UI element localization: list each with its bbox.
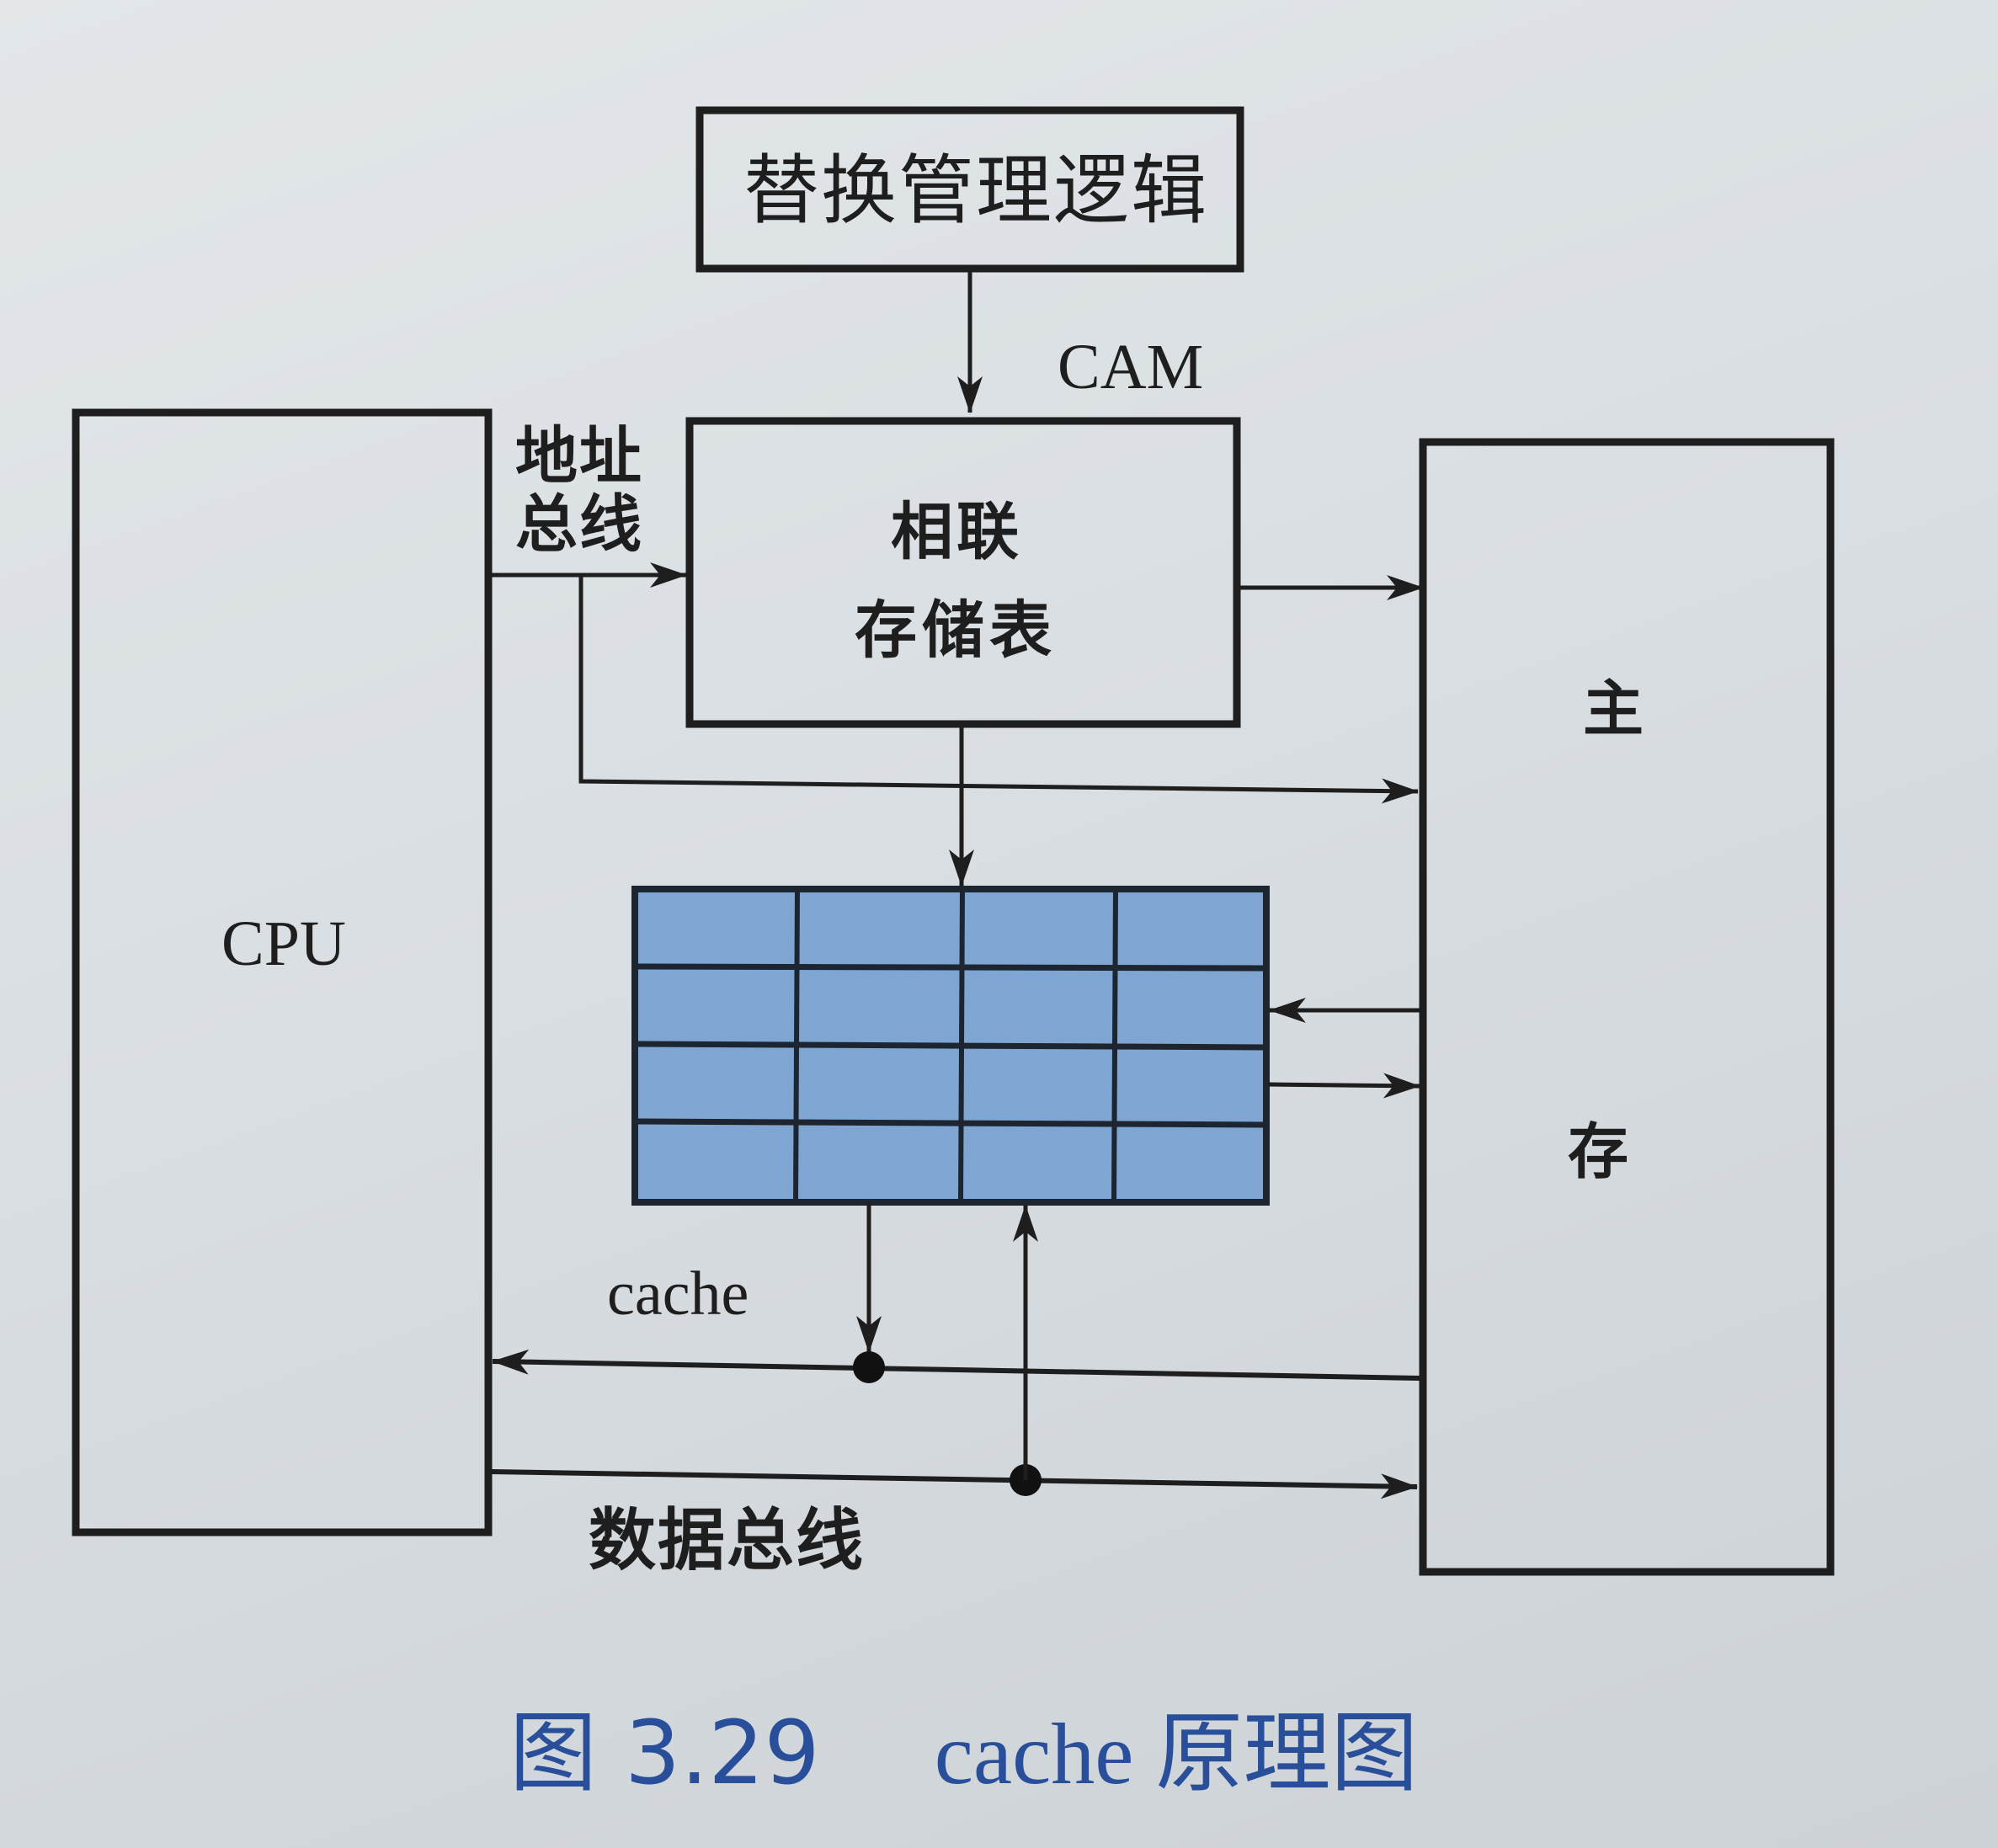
- associative-label-line2: 存储表: [855, 594, 1057, 667]
- cam-label: CAM: [1058, 332, 1204, 402]
- cpu-box: [72, 408, 493, 1536]
- figure-caption: 图 3.29 cache 原理图: [509, 1709, 1418, 1798]
- cache-label: cache: [607, 1260, 749, 1329]
- caption-prefix: 图 3.29: [509, 1702, 820, 1804]
- caption-title: cache 原理图: [934, 1706, 1419, 1803]
- bus-to-cpu-arrow: [492, 1349, 1421, 1381]
- data-bus-arrow: [490, 1469, 1418, 1499]
- cache-grid: [631, 886, 1270, 1206]
- address-bus-branch: [578, 575, 1419, 804]
- address-bus-label-line1: 地址: [515, 420, 643, 493]
- replacement-logic-label: 替换管理逻辑: [743, 146, 1208, 235]
- main-memory-label-line1: 主: [1583, 674, 1644, 744]
- junction-dot-upper: [853, 1351, 885, 1383]
- bleed-through-decoration: [1313, 126, 1333, 213]
- associative-table-box: [685, 417, 1241, 728]
- cpu-label: CPU: [221, 908, 346, 979]
- main-memory-label-line2: 存: [1568, 1116, 1629, 1187]
- main-memory-box: [1419, 438, 1835, 1576]
- associative-label-line1: 相联: [891, 496, 1022, 568]
- address-bus-label-line2: 总线: [515, 488, 643, 561]
- arrow-cache-to-main: [1267, 1073, 1420, 1099]
- replacement-logic-box: [695, 106, 1244, 273]
- data-bus-label: 数据总线: [589, 1501, 865, 1579]
